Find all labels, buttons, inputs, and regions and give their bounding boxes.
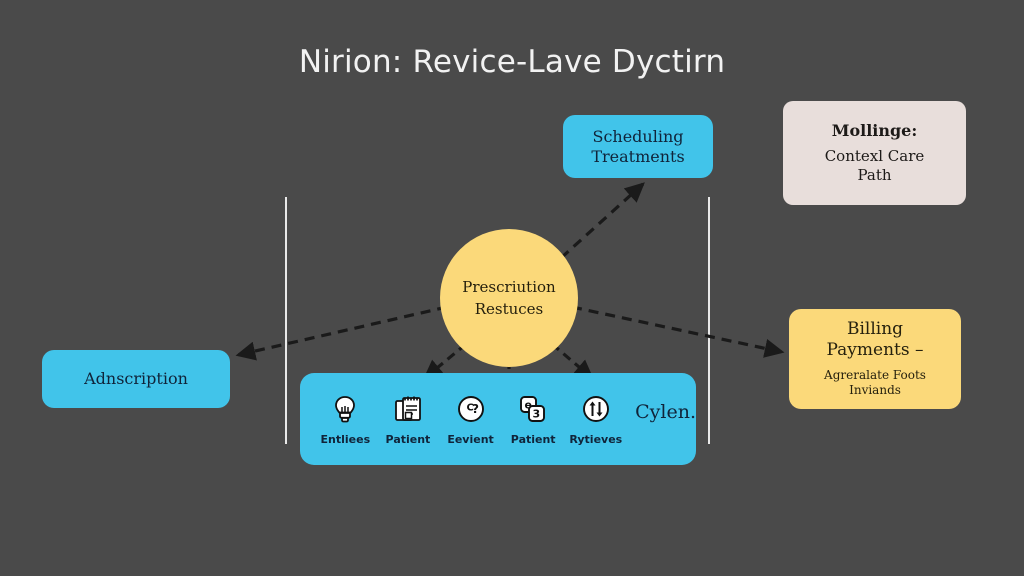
blocks-icon: e 3	[516, 392, 550, 426]
icon-item-rytieves[interactable]: Rytieves	[565, 392, 628, 446]
page-title: Nirion: Revice-Lave Dyctirn	[298, 44, 726, 80]
icon-item-eevient[interactable]: C ? Eevient	[439, 392, 502, 446]
icon-label-eevient: Eevient	[447, 433, 494, 446]
svg-text:3: 3	[533, 408, 541, 421]
icon-label-entliees: Entliees	[320, 433, 371, 446]
icon-bar-trailing-text: Cylen.	[635, 401, 696, 423]
node-billing-payments[interactable]: Billing Payments – Agreralate Foots Invi…	[789, 309, 961, 409]
node-billing-line1: Billing	[846, 319, 904, 340]
arrow-center-to-scheduling	[559, 182, 645, 260]
icon-item-patient-2[interactable]: e 3 Patient	[502, 392, 565, 446]
svg-text:e: e	[525, 399, 532, 412]
node-adnscription-label: Adnscription	[84, 369, 188, 388]
node-prescriution-restuces[interactable]: Prescriution Restuces	[440, 229, 578, 367]
node-billing-sub2: Inviands	[849, 383, 901, 398]
separator-line-right	[708, 197, 710, 444]
node-mollinge-header: Mollinge:	[831, 121, 918, 141]
arrow-center-to-adnscription	[235, 305, 448, 361]
icon-item-entliees[interactable]: Entliees	[314, 392, 377, 446]
icon-bar: Entliees Patient C ?	[300, 373, 696, 465]
svg-text:?: ?	[472, 402, 479, 416]
lightbulb-icon	[328, 392, 362, 426]
node-billing-line2: Payments –	[826, 340, 924, 361]
icon-label-patient-1: Patient	[385, 433, 431, 446]
icon-item-patient-1[interactable]: Patient	[377, 392, 440, 446]
question-circle-icon: C ?	[454, 392, 488, 426]
node-mollinge-line1: Contexl Care	[824, 147, 925, 166]
clipboard-icon	[391, 392, 425, 426]
node-adnscription[interactable]: Adnscription	[42, 350, 230, 408]
node-center-line1: Prescriution	[462, 277, 556, 296]
node-center-line2: Restuces	[474, 300, 544, 318]
icon-label-rytieves: Rytieves	[569, 433, 623, 446]
node-scheduling-line2: Treatments	[591, 146, 685, 166]
svg-text:C: C	[466, 403, 473, 414]
separator-line-left	[285, 197, 287, 444]
arrow-center-to-billing	[571, 305, 785, 358]
node-mollinge-line2: Path	[857, 166, 892, 184]
up-down-arrows-circle-icon	[579, 392, 613, 426]
node-mollinge[interactable]: Mollinge: Contexl Care Path	[783, 101, 966, 205]
node-billing-sub1: Agreralate Foots	[824, 367, 926, 382]
node-scheduling-treatments[interactable]: Scheduling Treatments	[563, 115, 713, 178]
node-scheduling-line1: Scheduling	[592, 126, 684, 146]
icon-label-patient-2: Patient	[510, 433, 556, 446]
